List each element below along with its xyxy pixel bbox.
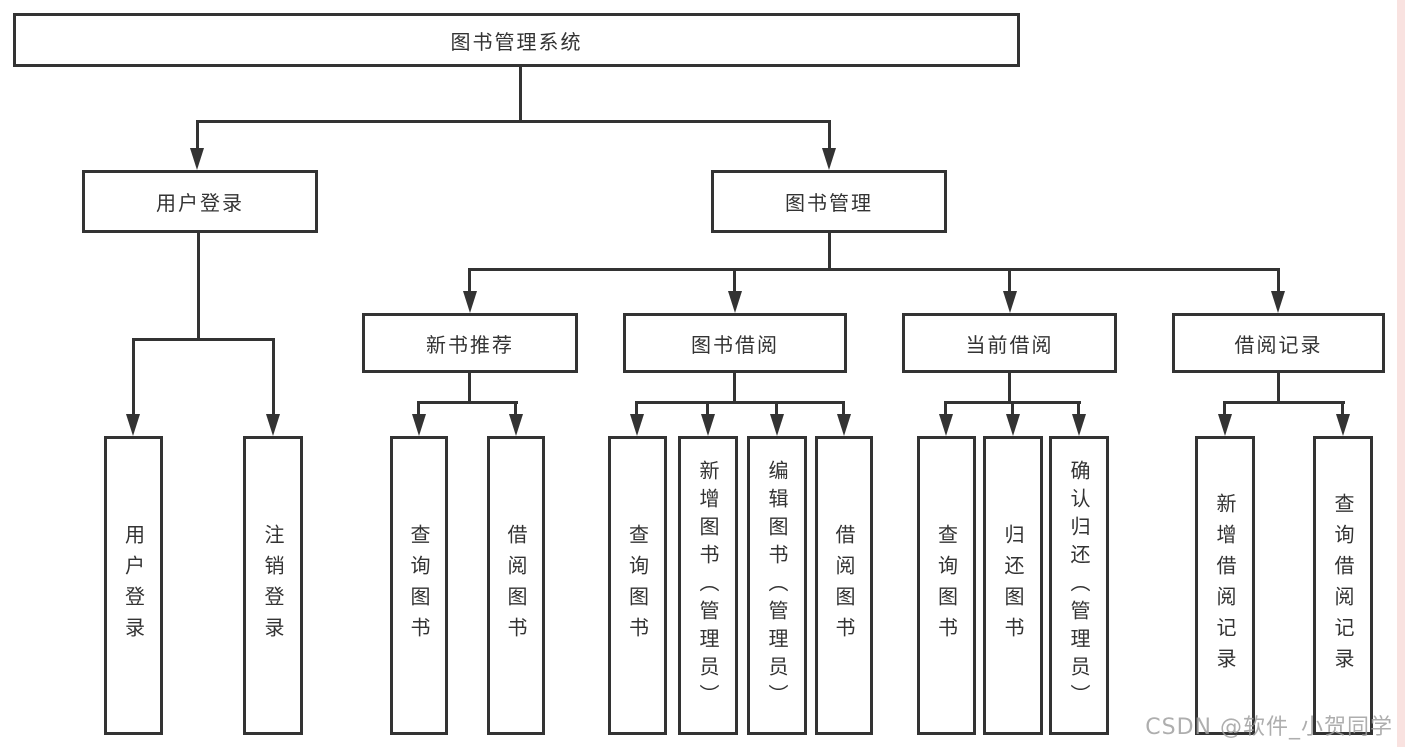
leaf-borrow-books-recommend: 借阅图书: [487, 436, 545, 735]
leaf-label: 新增图书（管理员）: [696, 459, 720, 712]
arrowhead-down-icon: [728, 291, 742, 313]
arrowhead-down-icon: [1006, 414, 1020, 436]
node-book-management: 图书管理: [711, 170, 947, 233]
leaf-label: 查询图书: [625, 523, 650, 648]
arrowhead-down-icon: [412, 414, 426, 436]
connector-vline: [514, 401, 517, 418]
leaf-label: 新增借阅记录: [1213, 492, 1237, 679]
leaf-label: 编辑图书（管理员）: [765, 459, 789, 712]
arrowhead-down-icon: [190, 148, 204, 170]
arrowhead-down-icon: [770, 414, 784, 436]
leaf-label: 借阅图书: [504, 523, 528, 648]
arrowhead-down-icon: [1218, 414, 1232, 436]
node-label: 用户登录: [156, 191, 244, 215]
arrowhead-down-icon: [126, 414, 140, 436]
leaf-logout: 注销登录: [243, 436, 303, 735]
arrowhead-down-icon: [266, 414, 280, 436]
connector-vline: [1008, 373, 1011, 404]
arrowhead-down-icon: [463, 291, 477, 313]
connector-hline: [1223, 401, 1345, 404]
arrowhead-down-icon: [509, 414, 523, 436]
csdn-watermark: CSDN @软件_小贺同学: [1145, 715, 1393, 740]
connector-vline: [775, 401, 778, 418]
connector-vline: [828, 120, 831, 152]
connector-vline: [828, 233, 831, 271]
connector-vline: [1341, 401, 1344, 418]
connector-vline: [944, 401, 947, 418]
leaf-edit-book-admin: 编辑图书（管理员）: [747, 436, 807, 735]
leaf-borrow-books-borrowing: 借阅图书: [815, 436, 873, 735]
leaf-add-borrow-record: 新增借阅记录: [1195, 436, 1255, 735]
leaf-label: 用户登录: [121, 523, 146, 648]
connector-vline: [1008, 268, 1011, 296]
leaf-label: 确认归还（管理员）: [1067, 459, 1091, 712]
connector-vline: [468, 373, 471, 404]
node-book-borrowing: 图书借阅: [623, 313, 847, 373]
arrowhead-down-icon: [939, 414, 953, 436]
leaf-query-books-recommend: 查询图书: [390, 436, 448, 735]
node-library-management-system: 图书管理系统: [13, 13, 1020, 67]
connector-vline: [733, 268, 736, 296]
arrowhead-down-icon: [1003, 291, 1017, 313]
connector-vline: [635, 401, 638, 418]
node-label: 图书借阅: [691, 332, 779, 357]
arrowhead-down-icon: [630, 414, 644, 436]
connector-vline: [417, 401, 420, 418]
leaf-label: 注销登录: [261, 523, 285, 648]
leaf-user-login: 用户登录: [104, 436, 163, 735]
connector-hline: [468, 268, 1280, 271]
connector-hline: [132, 338, 275, 341]
node-label: 图书管理系统: [450, 29, 583, 54]
arrowhead-down-icon: [1336, 414, 1350, 436]
connector-vline: [706, 401, 709, 418]
leaf-confirm-return-admin: 确认归还（管理员）: [1049, 436, 1109, 735]
connector-hline: [417, 401, 518, 404]
node-label: 当前借阅: [965, 332, 1054, 357]
connector-vline: [132, 338, 135, 420]
arrowhead-down-icon: [822, 148, 836, 170]
arrowhead-down-icon: [837, 414, 851, 436]
node-new-book-recommendation: 新书推荐: [362, 313, 578, 373]
connector-vline: [196, 120, 199, 152]
arrowhead-down-icon: [701, 414, 715, 436]
leaf-query-books-current: 查询图书: [917, 436, 976, 735]
connector-vline: [1277, 373, 1280, 404]
connector-vline: [842, 401, 845, 418]
arrowhead-down-icon: [1271, 291, 1285, 313]
leaf-label: 查询借阅记录: [1331, 492, 1355, 679]
node-user-login: 用户登录: [82, 170, 318, 233]
connector-vline: [1223, 401, 1226, 418]
connector-vline: [1277, 268, 1280, 296]
connector-vline: [272, 338, 275, 420]
leaf-label: 借阅图书: [832, 523, 856, 648]
connector-vline: [1011, 401, 1014, 418]
leaf-add-book-admin: 新增图书（管理员）: [678, 436, 738, 735]
connector-vline: [733, 373, 736, 404]
node-label: 借阅记录: [1234, 332, 1323, 357]
node-label: 新书推荐: [426, 332, 514, 357]
node-borrowing-records: 借阅记录: [1172, 313, 1385, 373]
leaf-query-borrow-record: 查询借阅记录: [1313, 436, 1373, 735]
node-current-borrowing: 当前借阅: [902, 313, 1117, 373]
leaf-return-books: 归还图书: [983, 436, 1043, 735]
arrowhead-down-icon: [1072, 414, 1086, 436]
page-edge-strip: [1397, 0, 1405, 747]
leaf-label: 查询图书: [407, 523, 431, 648]
connector-vline: [468, 268, 471, 296]
connector-vline: [1077, 401, 1080, 418]
connector-hline: [196, 120, 831, 123]
node-label: 图书管理: [785, 191, 873, 215]
leaf-label: 查询图书: [934, 523, 959, 648]
connector-vline: [519, 67, 522, 120]
leaf-query-books-borrowing: 查询图书: [608, 436, 667, 735]
connector-vline: [197, 233, 200, 338]
leaf-label: 归还图书: [1001, 523, 1025, 648]
connector-hline: [635, 401, 845, 404]
